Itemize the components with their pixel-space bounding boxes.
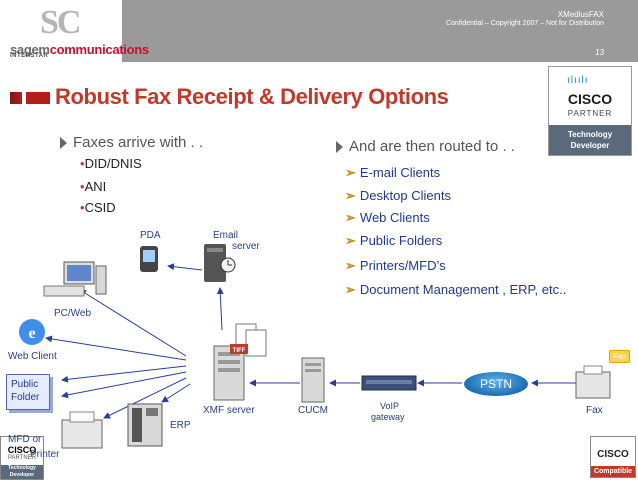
route-item-label: Desktop Clients xyxy=(359,188,451,203)
mini-cisco-badge: CISCO PARTNER Technology Developer xyxy=(0,436,44,480)
check-arrow-icon: ➢ xyxy=(345,258,356,273)
xmf-server-icon xyxy=(213,345,245,401)
cucm-server-icon xyxy=(301,357,325,403)
left-item-label: ANI xyxy=(84,179,107,194)
mini-tech-line2: Developer xyxy=(9,472,35,478)
cisco-bars-icon: ılıılı xyxy=(567,75,589,86)
pc-icon xyxy=(43,261,107,297)
xmf-server-label: XMF server xyxy=(203,405,255,416)
pstn-cloud: PSTN xyxy=(464,372,528,396)
web-client-icon: e xyxy=(19,319,45,345)
title-bullet xyxy=(10,92,50,104)
erp-label: ERP xyxy=(170,420,191,431)
mini-cisco-tech: Technology Developer xyxy=(1,465,43,479)
route-item-label: Document Management , ERP, etc.. xyxy=(359,282,567,297)
cisco-tech-line2: Developer xyxy=(570,141,610,150)
route-item-web: ➢Web Clients xyxy=(345,210,430,226)
product-name: XMediusFAX xyxy=(557,10,604,19)
route-item-label: E-mail Clients xyxy=(359,165,441,180)
check-arrow-icon: ➢ xyxy=(345,210,356,225)
route-item-docmgmt: ➢Document Management , ERP, etc.. xyxy=(345,282,566,298)
public-folder-label-b: Folder xyxy=(11,392,40,403)
slide-title: Robust Fax Receipt & Delivery Options xyxy=(55,84,449,109)
cisco-partner-badge: ılıılı CISCO PARTNER Technology Develope… xyxy=(548,66,632,156)
check-arrow-icon: ➢ xyxy=(345,188,356,203)
email-server-icon xyxy=(204,244,236,282)
pda-icon xyxy=(140,246,158,272)
route-item-desktop: ➢Desktop Clients xyxy=(345,188,451,204)
left-item-label: CSID xyxy=(84,200,116,215)
mini-cisco-word: CISCO xyxy=(7,445,37,455)
left-item-label: DID/DNIS xyxy=(84,156,142,171)
route-item-label: Web Clients xyxy=(359,210,430,225)
check-arrow-icon: ➢ xyxy=(345,282,356,297)
right-heading: And are then routed to . . xyxy=(336,138,515,155)
sagem-logo-a: sagem xyxy=(10,42,50,57)
triangle-bullet-icon xyxy=(336,141,343,154)
email-label-a: Email xyxy=(213,230,239,241)
confidential-notice: Confidential – Copyright 2007 – Not for … xyxy=(446,20,604,27)
erp-server-icon xyxy=(127,403,163,447)
right-heading-text: And are then routed to . . xyxy=(349,138,515,155)
cisco-partner-label: PARTNER xyxy=(567,109,613,118)
sagem-logo-b: communications xyxy=(49,42,149,57)
left-item-ani: •ANI xyxy=(80,179,107,194)
cucm-label: CUCM xyxy=(298,405,328,416)
fax-label: Fax xyxy=(586,405,603,416)
cisco-compatible-badge: CISCO Compatible xyxy=(590,436,636,478)
left-item-csid: •CSID xyxy=(80,200,116,215)
cisco-tech-line1: Technology xyxy=(567,130,613,139)
compat-label: Compatible xyxy=(591,466,635,477)
left-heading: Faxes arrive with . . xyxy=(60,134,203,151)
mfd-label-a: MFD or xyxy=(8,434,42,445)
voip-label-b: gateway xyxy=(371,412,405,422)
voip-label-a: VoIP xyxy=(380,401,400,411)
route-item-printers: ➢Printers/MFD’s xyxy=(345,258,446,274)
left-heading-text: Faxes arrive with . . xyxy=(73,134,204,151)
cisco-word: CISCO xyxy=(567,91,613,107)
voip-gateway-icon xyxy=(361,375,417,391)
cisco-tech-dev: Technology Developer xyxy=(549,125,631,155)
printer-icon xyxy=(61,411,103,449)
route-item-label: Public Folders xyxy=(359,233,443,248)
tiff-label: TIFF xyxy=(233,348,246,354)
web-client-label: Web Client xyxy=(8,351,57,362)
compat-cisco-word: CISCO xyxy=(597,449,629,460)
mini-tech-line1: Technology xyxy=(8,465,36,471)
tiff-docs-icon: TIFF xyxy=(230,323,267,357)
mini-cisco-partner: PARTNER xyxy=(7,455,37,461)
pc-web-label: PC/Web xyxy=(54,308,92,319)
public-folder-label-a: Public xyxy=(11,379,39,390)
route-item-email: ➢E-mail Clients xyxy=(345,165,440,181)
slide-number: 13 xyxy=(595,48,604,57)
email-label-b: server xyxy=(232,241,260,252)
check-arrow-icon: ➢ xyxy=(345,233,356,248)
fax-machine-icon xyxy=(575,365,611,399)
route-item-folders: ➢Public Folders xyxy=(345,233,442,249)
interstar-logo: INTERSTAR xyxy=(10,53,49,59)
triangle-bullet-icon xyxy=(60,137,67,150)
mfd-label-b: Printer xyxy=(30,449,60,460)
pda-label: PDA xyxy=(140,230,161,241)
route-item-label: Printers/MFD’s xyxy=(359,258,446,273)
sc-logo: SC xyxy=(40,4,81,41)
route-arrows xyxy=(45,263,576,419)
fax-tag: Fax xyxy=(609,350,631,363)
check-arrow-icon: ➢ xyxy=(345,165,356,180)
header-band xyxy=(122,0,638,62)
left-item-did: •DID/DNIS xyxy=(80,156,142,171)
public-folder-icon: Public Folder xyxy=(6,374,50,410)
svg-text:e: e xyxy=(28,325,35,342)
sagem-logo: sagemcommunications xyxy=(10,42,149,57)
